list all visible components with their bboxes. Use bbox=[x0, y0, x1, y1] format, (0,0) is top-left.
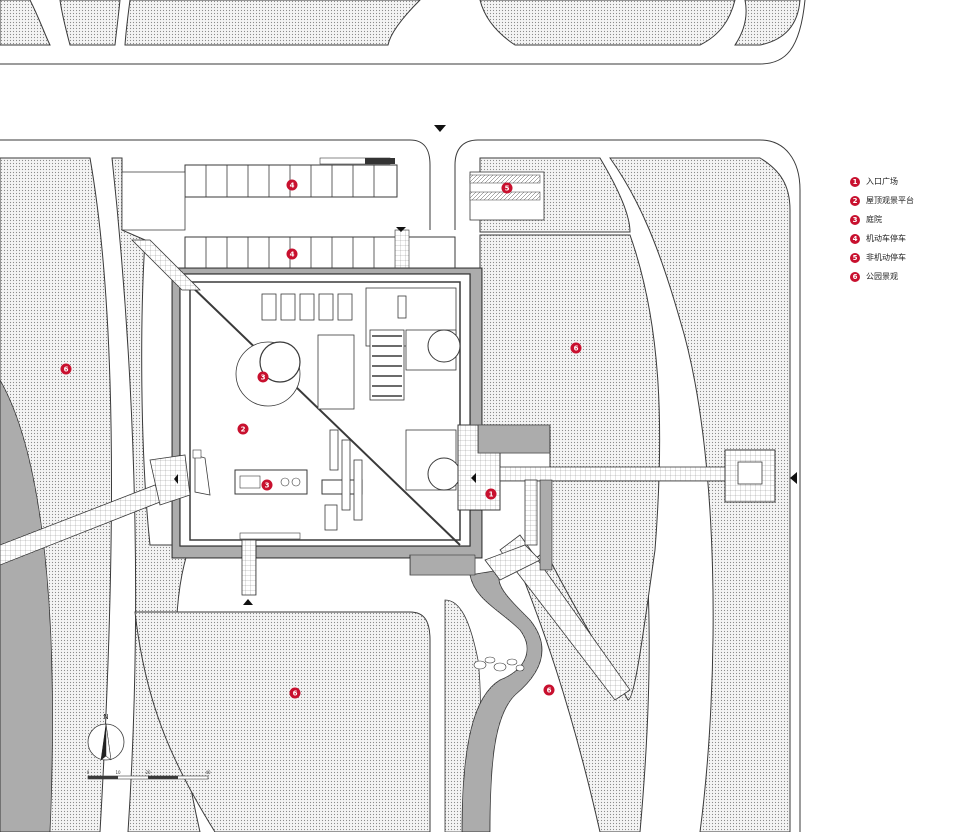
zone-marker-number: 6 bbox=[64, 366, 69, 374]
zone-marker-number: 6 bbox=[574, 345, 579, 353]
zone-marker-1: 1 bbox=[485, 488, 497, 500]
west-landscape bbox=[0, 157, 201, 832]
zone-marker-dot bbox=[289, 687, 301, 699]
bike-parking bbox=[469, 171, 545, 221]
markers-layer: 4 4 5 6 6 3 2 3 1 6 6 bbox=[60, 179, 582, 699]
north-landscape bbox=[0, 0, 806, 65]
zone-marker-number: 4 bbox=[290, 182, 295, 190]
legend-number-badge: 2 bbox=[850, 195, 860, 206]
zone-marker-3: 3 bbox=[261, 479, 273, 491]
north-label: N bbox=[103, 713, 108, 721]
zone-marker-dot bbox=[261, 479, 273, 491]
legend-label: 庭院 bbox=[866, 215, 882, 224]
legend-label: 入口广场 bbox=[866, 177, 898, 186]
zone-marker-number: 6 bbox=[293, 690, 298, 698]
zone-marker-6: 6 bbox=[60, 363, 72, 375]
zone-marker-2: 2 bbox=[237, 423, 249, 435]
legend-item-5: 5 非机动停车 bbox=[850, 248, 950, 267]
building-plan bbox=[171, 267, 483, 559]
zone-marker-6: 6 bbox=[570, 342, 582, 354]
zone-marker-number: 3 bbox=[261, 374, 266, 382]
road-edges bbox=[0, 139, 801, 832]
zone-marker-dot bbox=[543, 684, 555, 696]
scale-tick-label: 20 bbox=[145, 770, 151, 775]
zone-marker-5: 5 bbox=[501, 182, 513, 194]
zone-marker-dot bbox=[485, 488, 497, 500]
legend-number-badge: 1 bbox=[850, 176, 860, 187]
zone-marker-dot bbox=[501, 182, 513, 194]
zone-marker-number: 1 bbox=[489, 491, 494, 499]
legend-item-1: 1 入口广场 bbox=[850, 172, 950, 191]
scale-tick-label: 10 bbox=[115, 770, 121, 775]
legend-item-6: 6 公园景观 bbox=[850, 267, 950, 286]
legend-number-badge: 6 bbox=[850, 271, 860, 282]
zone-marker-4: 4 bbox=[286, 248, 298, 260]
zone-marker-dot bbox=[60, 363, 72, 375]
zone-marker-4: 4 bbox=[286, 179, 298, 191]
legend-label: 屋顶观景平台 bbox=[866, 196, 914, 205]
zone-marker-number: 4 bbox=[290, 251, 295, 259]
legend-number-badge: 5 bbox=[850, 252, 860, 263]
zone-marker-6: 6 bbox=[289, 687, 301, 699]
legend-item-2: 2 屋顶观景平台 bbox=[850, 191, 950, 210]
legend-label: 机动车停车 bbox=[866, 234, 906, 243]
zone-marker-number: 3 bbox=[265, 482, 270, 490]
legend: 1 入口广场 2 屋顶观景平台 3 庭院 4 机动车停车 5 非机动停车 6 公园景观 bbox=[850, 172, 950, 286]
zone-marker-dot bbox=[286, 248, 298, 260]
scale-bar: 0 10 20 40 bbox=[87, 770, 211, 780]
zone-marker-3: 3 bbox=[257, 371, 269, 383]
legend-label: 非机动停车 bbox=[866, 253, 906, 262]
legend-number-badge: 4 bbox=[850, 233, 860, 244]
zone-marker-dot bbox=[286, 179, 298, 191]
scale-tick-label: 0 bbox=[87, 770, 90, 775]
scale-tick-label: 40 bbox=[205, 770, 211, 775]
zone-marker-number: 5 bbox=[505, 185, 510, 193]
zone-marker-dot bbox=[257, 371, 269, 383]
zone-marker-6: 6 bbox=[543, 684, 555, 696]
zone-marker-number: 2 bbox=[241, 426, 246, 434]
zone-marker-dot bbox=[570, 342, 582, 354]
entrance-arrows bbox=[174, 125, 797, 605]
zone-marker-number: 6 bbox=[547, 687, 552, 695]
legend-item-4: 4 机动车停车 bbox=[850, 229, 950, 248]
north-arrow: N bbox=[87, 713, 125, 761]
legend-number-badge: 3 bbox=[850, 214, 860, 225]
legend-label: 公园景观 bbox=[866, 272, 898, 281]
zone-marker-dot bbox=[237, 423, 249, 435]
walkways bbox=[0, 239, 776, 701]
legend-item-3: 3 庭院 bbox=[850, 210, 950, 229]
